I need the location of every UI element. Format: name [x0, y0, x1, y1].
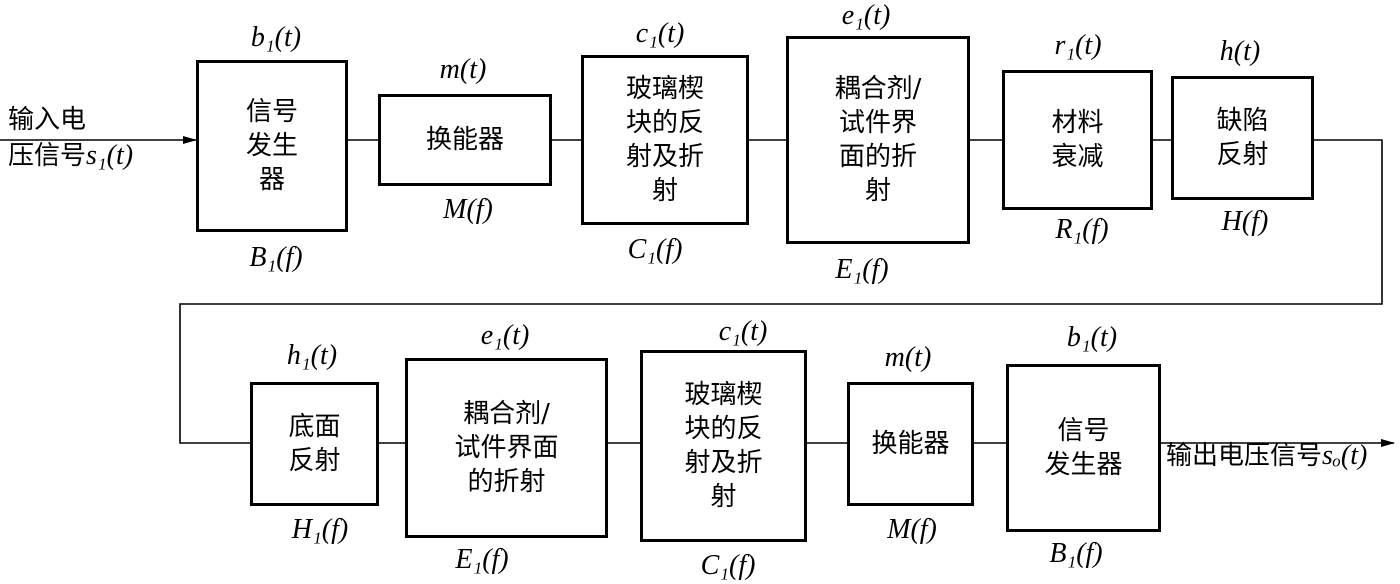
box-text: 材料 衰减 — [1051, 108, 1104, 172]
couplant-interface-2-box: 耦合剂/ 试件界面 的折射 — [405, 358, 608, 538]
time-domain-label: m(t) — [884, 342, 932, 373]
box-text: 信号 发生 器 — [245, 97, 298, 195]
box-text: 换能器 — [425, 125, 504, 155]
time-domain-label: m(t) — [439, 54, 487, 85]
time-domain-label: b₁(t) — [250, 22, 302, 53]
frequency-domain-label: E₁(f) — [455, 544, 509, 575]
glass-wedge-2-box: 玻璃楔 块的反 射及折 射 — [640, 350, 807, 542]
input-signal-label: 输入电 压信号s₁(t) — [8, 66, 133, 174]
output-signal-symbol: sₒ(t) — [1322, 440, 1368, 471]
frequency-domain-label: R₁(f) — [1055, 214, 1109, 245]
box-text: 耦合剂/ 试件界 面的折 射 — [834, 74, 922, 206]
time-domain-label: r₁(t) — [1054, 30, 1102, 61]
time-domain-label: b₁(t) — [1066, 322, 1118, 353]
transducer-1-box: 换能器 — [378, 94, 552, 186]
frequency-domain-label: H(f) — [1221, 206, 1269, 237]
time-domain-label: e₁(t) — [841, 0, 891, 31]
time-domain-label: c₁(t) — [635, 18, 685, 49]
wrap-connector — [179, 139, 1383, 444]
couplant-interface-1-box: 耦合剂/ 试件界 面的折 射 — [786, 36, 970, 244]
output-signal-text: 输出电压信号 — [1166, 441, 1323, 471]
box-text: 缺陷 反射 — [1216, 106, 1269, 170]
defect-reflection-box: 缺陷 反射 — [1171, 76, 1314, 200]
time-domain-label: h(t) — [1219, 36, 1261, 67]
time-domain-label: e₁(t) — [480, 320, 530, 351]
frequency-domain-label: H₁(f) — [291, 514, 349, 545]
signal-generator-2-box: 信号 发生器 — [1006, 364, 1161, 532]
box-text: 信号 发生器 — [1044, 416, 1123, 480]
bottom-reflection-box: 底面 反射 — [250, 382, 379, 506]
material-attenuation-box: 材料 衰减 — [1002, 70, 1153, 210]
frequency-domain-label: M(f) — [887, 514, 937, 545]
box-text: 底面 反射 — [288, 412, 341, 476]
signal-generator-1-box: 信号 发生 器 — [196, 60, 348, 232]
time-domain-label: h₁(t) — [286, 340, 338, 371]
transducer-2-box: 换能器 — [847, 382, 974, 506]
frequency-domain-label: B₁(f) — [249, 242, 303, 273]
input-signal-symbol: s₁(t) — [86, 140, 134, 171]
frequency-domain-label: M(f) — [443, 194, 493, 225]
box-text: 玻璃楔 块的反 射及折 射 — [684, 380, 763, 512]
glass-wedge-1-box: 玻璃楔 块的反 射及折 射 — [581, 55, 749, 225]
frequency-domain-label: B₁(f) — [1049, 538, 1103, 569]
input-signal-text: 输入电 压信号 — [8, 105, 87, 171]
box-text: 耦合剂/ 试件界面 的折射 — [454, 399, 559, 497]
frequency-domain-label: C₁(f) — [627, 234, 683, 265]
time-domain-label: c₁(t) — [718, 316, 768, 347]
output-signal-label: 输出电压信号sₒ(t) — [1166, 402, 1367, 474]
box-text: 换能器 — [871, 429, 950, 459]
frequency-domain-label: C₁(f) — [700, 550, 756, 581]
frequency-domain-label: E₁(f) — [835, 254, 889, 285]
box-text: 玻璃楔 块的反 射及折 射 — [625, 74, 704, 206]
